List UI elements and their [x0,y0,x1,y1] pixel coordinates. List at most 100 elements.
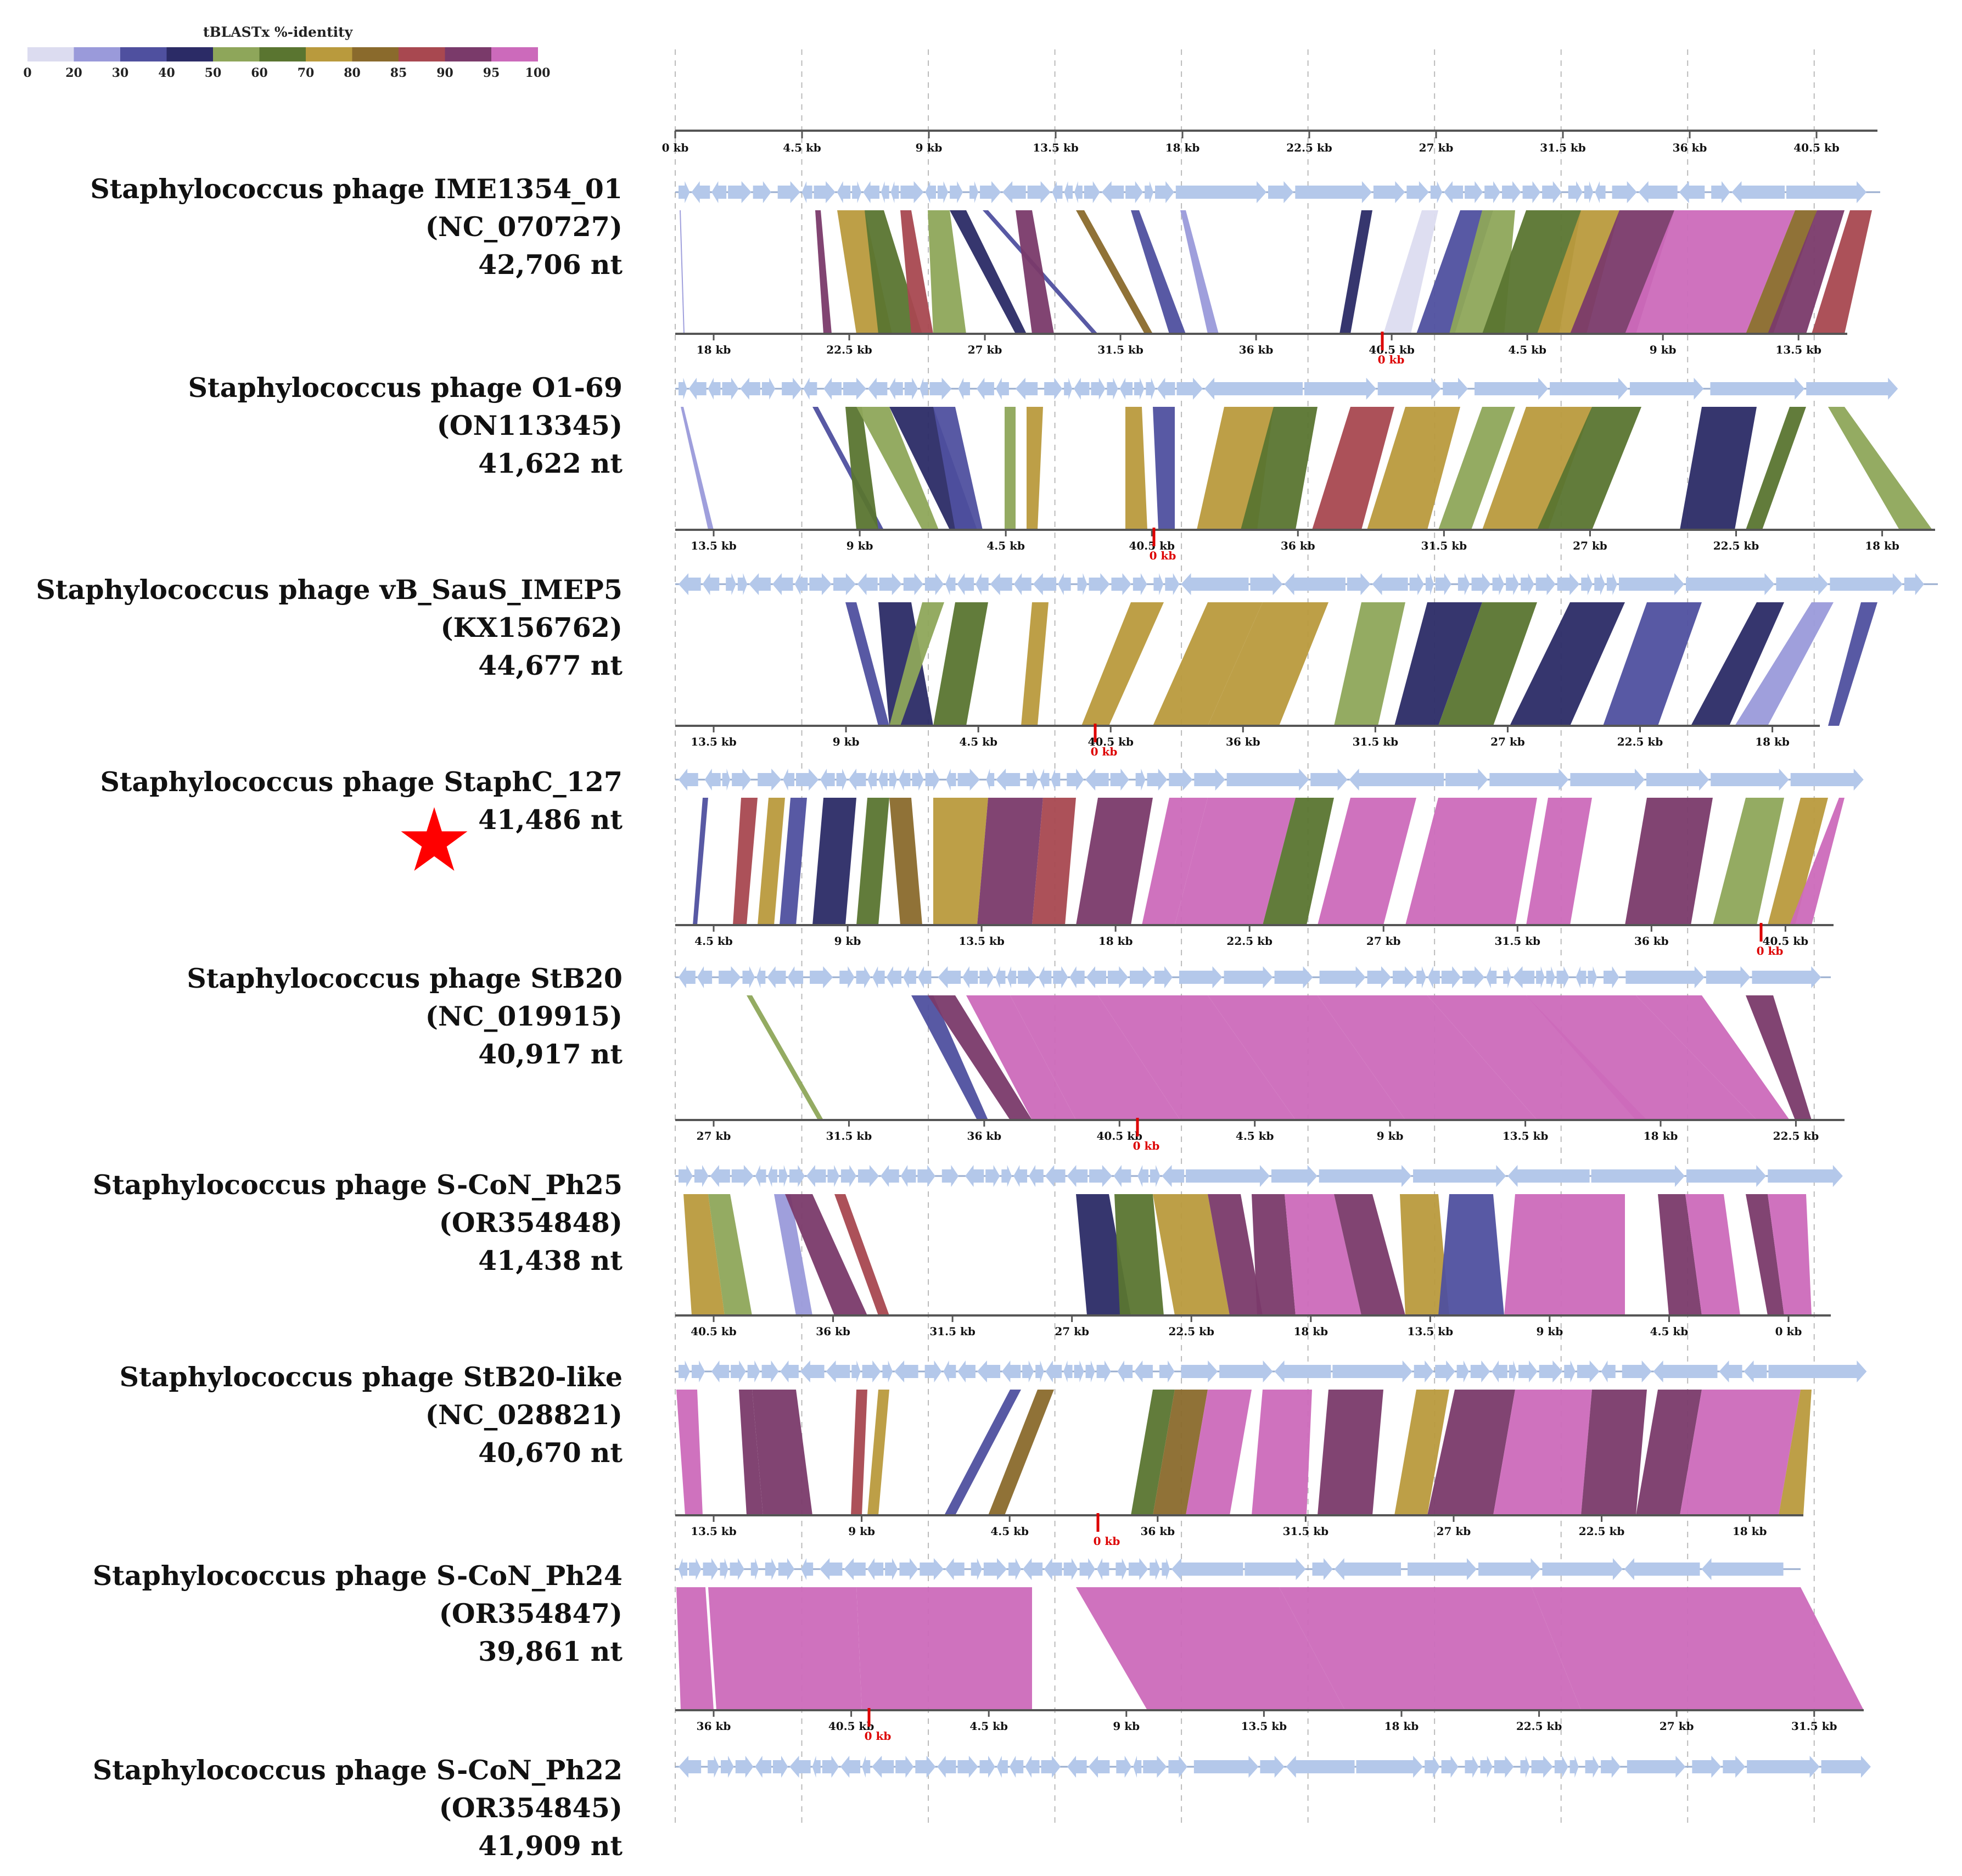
gene-arrow [1045,1165,1066,1187]
gene-arrow [1009,1756,1024,1778]
bottom-axis-tick-label: 40.5 kb [1763,934,1809,948]
gene-arrow [867,769,877,791]
similarity-band [1438,407,1515,530]
gene-arrow [679,181,690,203]
gene-arrow [862,1756,871,1778]
gene-arrow [1585,1756,1600,1778]
similarity-band [856,407,939,530]
gene-arrow [1624,1558,1700,1580]
gene-arrow [1052,181,1063,203]
gene-arrow [1155,181,1174,203]
bottom-axis-tick-label: 18 kb [1644,1129,1678,1143]
gene-arrow [1521,573,1534,595]
genome-accession: (NC_019915) [425,1000,623,1032]
gene-arrow [976,573,989,595]
gene-arrow [1377,378,1442,400]
gene-arrow [1007,966,1017,988]
genome-accession: (NC_070727) [425,211,623,243]
gene-arrow [719,966,741,988]
gene-arrow [1044,378,1063,400]
gene-arrow [1409,573,1424,595]
similarity-band [1318,798,1416,925]
bottom-axis-tick-label: 31.5 kb [1791,1720,1837,1733]
similarity-band [1438,1194,1504,1315]
gene-arrow [1268,181,1294,203]
gene-arrow [809,573,832,595]
similarity-band [1208,1194,1263,1315]
gene-arrow [1035,1360,1044,1382]
similarity-band [1252,1194,1296,1315]
gene-arrow [1015,378,1038,400]
gene-arrow [881,181,889,203]
gene-arrow [1274,1360,1331,1382]
bottom-axis-tick-label: 9 kb [833,735,860,748]
bottom-axis-tick-label: 18 kb [1293,1325,1328,1338]
similarity-band [780,798,807,925]
gene-arrow [856,966,871,988]
gene-arrow [1134,378,1145,400]
bottom-axis-tick-label: 22.5 kb [1579,1525,1625,1538]
bottom-axis-tick-label: 27 kb [1366,934,1401,948]
gene-arrow [1786,181,1867,203]
gene-arrow [1157,378,1175,400]
gene-arrow [862,1360,881,1382]
similarity-band [950,210,1027,334]
similarity-band [1526,798,1592,925]
similarity-band [1180,210,1219,334]
gene-arrow [1425,573,1434,595]
gene-arrow [1465,181,1483,203]
gene-arrow [1219,1360,1273,1382]
gene-arrow [1058,573,1071,595]
bottom-axis-tick-label: 40.5 kb [1097,1129,1143,1143]
gene-arrow [767,1165,777,1187]
gene-arrow [711,1360,730,1382]
gene-arrow [1408,1558,1477,1580]
gene-arrow [1444,181,1464,203]
gene-arrow [1274,966,1313,988]
gene-arrow [756,966,766,988]
bottom-axis-tick-label: 13.5 kb [1775,343,1821,356]
gene-arrow [1475,378,1549,400]
similarity-band [1208,995,1405,1120]
bottom-axis-tick-label: 22.5 kb [1617,735,1663,748]
legend-tick: 95 [483,66,500,80]
gene-arrow [1001,1165,1012,1187]
similarity-band [1076,210,1153,334]
top-axis-tick-label: 4.5 kb [783,141,821,154]
gene-arrow [1029,1165,1044,1187]
gene-arrow [1027,181,1051,203]
similarity-band [1526,995,1757,1120]
gene-arrow [822,1756,839,1778]
gene-arrow [1522,181,1541,203]
genome-name: Staphylococcus phage vB_SauS_IMEP5 [36,574,623,606]
gene-arrow [1347,573,1371,595]
gene-arrow [1443,378,1468,400]
gene-arrow [985,1165,1000,1187]
gene-arrow [1686,573,1775,595]
gene-arrow [1165,573,1180,595]
gene-arrow [1067,1756,1087,1778]
gene-arrow [711,181,727,203]
gene-arrow [843,378,866,400]
bottom-axis-tick-label: 31.5 kb [1097,343,1143,356]
gene-arrow [1470,1360,1490,1382]
similarity-band [900,210,933,334]
gene-arrow [900,1165,916,1187]
gene-arrow [1542,1558,1623,1580]
gene-arrow [1435,573,1451,595]
gene-arrow [1119,378,1133,400]
gene-arrow [1591,1165,1685,1187]
gene-arrow [920,1558,944,1580]
gene-arrow [1194,769,1225,791]
gene-arrow [1904,573,1925,595]
gene-arrow [1692,1756,1722,1778]
zero-position-label: 0 kb [1150,549,1176,562]
gene-arrow [801,181,812,203]
gene-arrow [732,769,752,791]
legend-tick: 80 [344,66,361,80]
legend-tick: 50 [204,66,222,80]
similarity-band [1005,407,1016,530]
gene-arrow [1723,1756,1746,1778]
genome-name: Staphylococcus phage S-CoN_Ph25 [92,1169,623,1201]
